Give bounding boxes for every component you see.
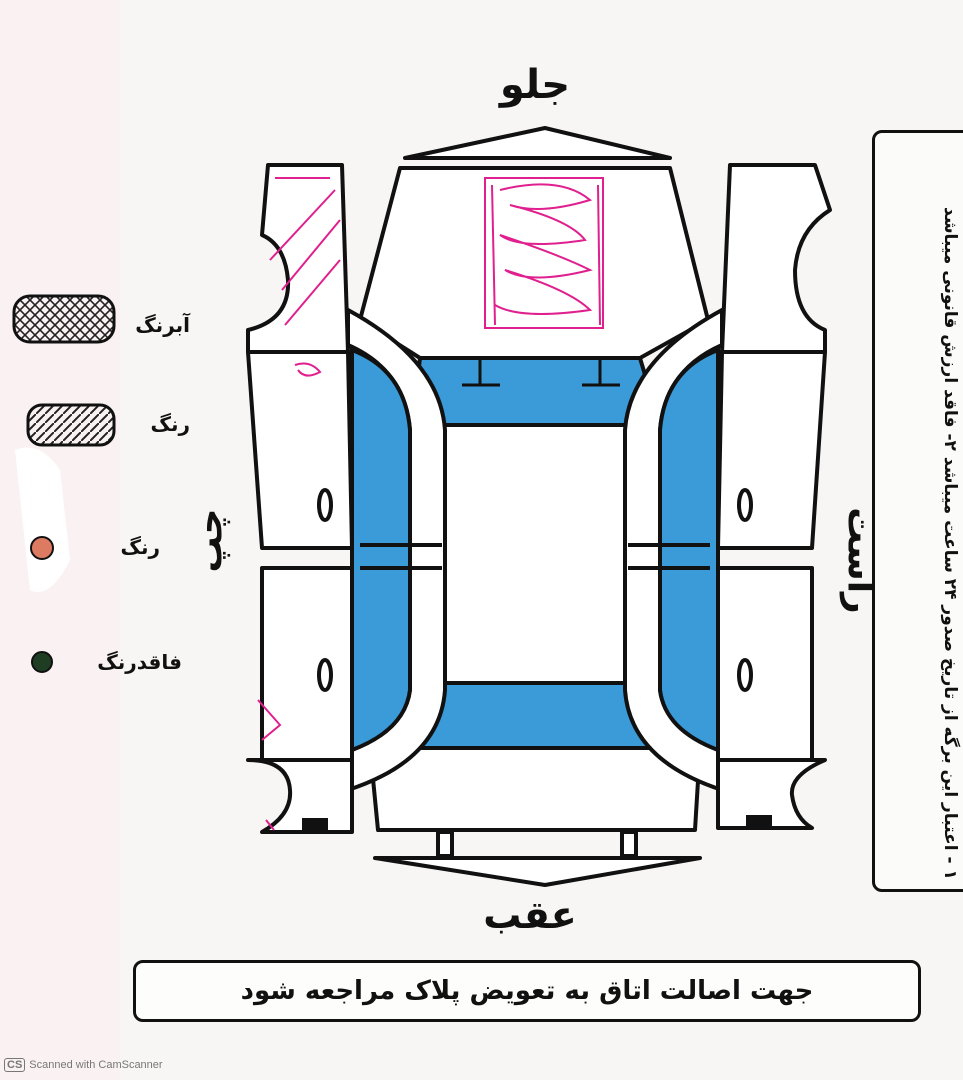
footer-text: جهت اصالت اتاق به تعویض پلاک مراجعه شود	[240, 976, 814, 1006]
label-left: چپ	[189, 508, 231, 573]
label-front: جلو	[499, 62, 571, 108]
left-quarter-marking	[257, 699, 282, 831]
label-rear: عقب	[483, 893, 577, 937]
trunk-hinge-left	[436, 830, 454, 858]
left-door-scribble-marking	[294, 362, 322, 377]
legend-crosshatch-swatch	[12, 294, 116, 344]
right-b-pillar	[628, 543, 710, 570]
right-front-fender[interactable]	[720, 163, 832, 354]
legend-label-diagonal: رنگ	[150, 412, 190, 436]
trunk[interactable]	[368, 746, 702, 832]
right-front-door[interactable]	[716, 350, 827, 550]
legend-paint-dot	[30, 536, 54, 560]
left-fuel-cap	[302, 818, 328, 830]
legend-no-paint-dot	[31, 651, 53, 673]
right-fuel-cap	[746, 815, 772, 827]
roof[interactable]	[438, 423, 632, 685]
wiper-right	[582, 358, 620, 387]
left-rear-door-handle	[317, 658, 333, 692]
left-rear-door[interactable]	[260, 566, 354, 762]
hood-scribble-marking	[484, 177, 604, 329]
note-text: ۱ - اعتبار این برگه از تاریخ صدور ۲۴ ساع…	[940, 207, 960, 880]
camscanner-logo: CS	[4, 1058, 26, 1072]
legend-diagonal-swatch	[26, 403, 116, 447]
wiper-left	[462, 358, 500, 387]
left-front-fender[interactable]	[246, 163, 350, 354]
footer-box: جهت اصالت اتاق به تعویض پلاک مراجعه شود	[133, 960, 921, 1022]
right-rear-door-handle	[737, 658, 753, 692]
scanner-text: Scanned with CamScanner	[29, 1059, 163, 1071]
hood[interactable]	[358, 166, 710, 360]
left-front-door[interactable]	[246, 350, 354, 550]
front-bumper	[403, 126, 672, 160]
legend-label-paint: رنگ	[120, 535, 160, 559]
rear-bumper	[373, 856, 702, 887]
right-rear-quarter[interactable]	[716, 758, 827, 830]
right-rear-door[interactable]	[716, 566, 814, 762]
legend-label-no-paint: فاقدرنگ	[97, 650, 182, 674]
right-side-glass	[658, 347, 720, 753]
windshield	[409, 356, 663, 427]
right-front-door-handle	[737, 488, 753, 522]
left-front-door-handle	[317, 488, 333, 522]
rear-window	[407, 681, 663, 750]
legend-label-crosshatch: آبرنگ	[135, 313, 190, 337]
note-box	[872, 130, 963, 892]
trunk-hinge-right	[620, 830, 638, 858]
left-b-pillar	[360, 543, 442, 570]
left-fender-hatch-marking	[269, 177, 341, 326]
left-rear-quarter[interactable]	[246, 758, 354, 834]
left-side-glass	[350, 347, 412, 753]
paper-tear	[15, 447, 70, 592]
